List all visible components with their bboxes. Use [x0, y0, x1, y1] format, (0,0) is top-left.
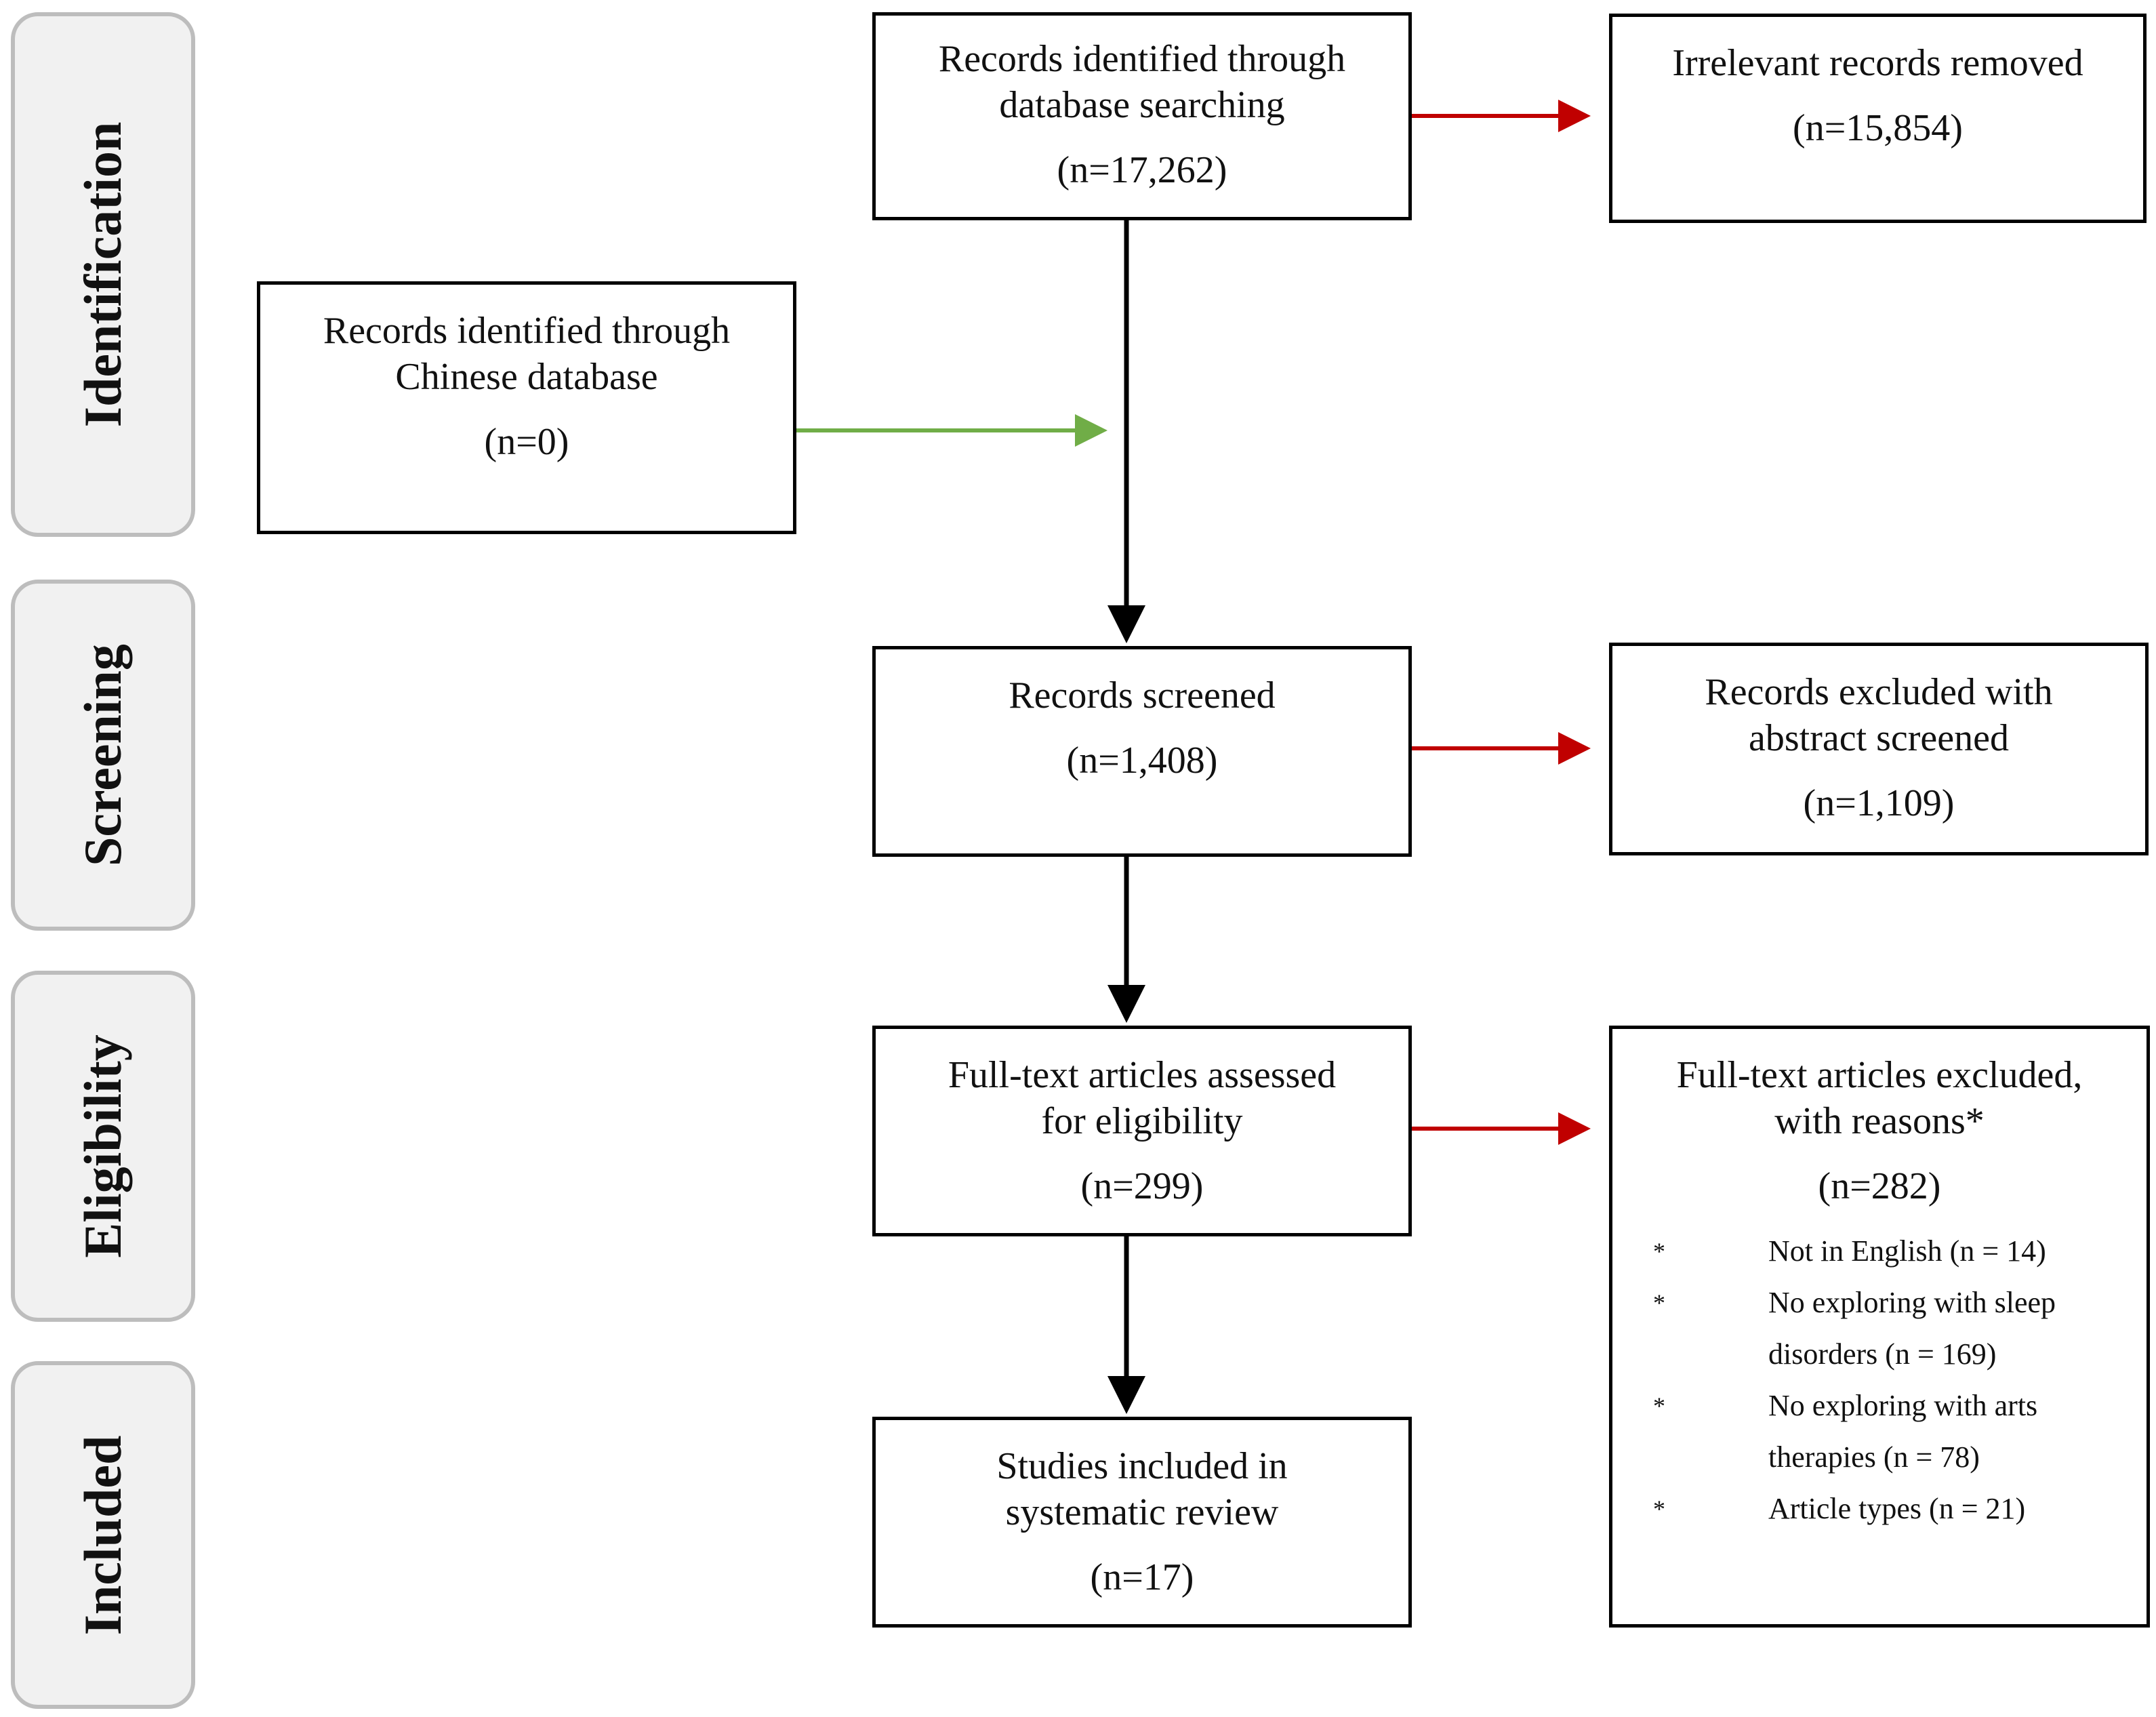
exclusion-reason: * Article types (n = 21): [1612, 1483, 2147, 1535]
excluded-abstract-title: Records excluded with abstract screened: [1705, 671, 2053, 759]
stage-eligibility: Eligibility: [11, 971, 195, 1322]
reason-text: No exploring with arts therapies (n = 78…: [1768, 1389, 2038, 1474]
reason-text: No exploring with sleep disorders (n = 1…: [1768, 1286, 2056, 1371]
exclusion-reason: * No exploring with sleep disorders (n =…: [1612, 1277, 2147, 1380]
chinese-database-title: Records identified through Chinese datab…: [323, 310, 731, 398]
database-search-count: (n=17,262): [1057, 149, 1227, 191]
screened-title: Records screened: [1009, 674, 1276, 716]
box-irrelevant-removed: Irrelevant records removed (n=15,854): [1609, 14, 2147, 223]
irrelevant-removed-count: (n=15,854): [1793, 107, 1963, 149]
stage-identification: Identification: [11, 12, 195, 537]
fulltext-assessed-count: (n=299): [1080, 1165, 1204, 1207]
box-fulltext-assessed: Full-text articles assessed for eligibil…: [872, 1026, 1412, 1236]
box-fulltext-excluded: Full-text articles excluded, with reason…: [1609, 1026, 2150, 1628]
stage-screening: Screening: [11, 580, 195, 931]
reason-bullet: *: [1653, 1238, 1665, 1265]
box-excluded-abstract: Records excluded with abstract screened …: [1609, 643, 2149, 855]
excluded-abstract-count: (n=1,109): [1803, 782, 1955, 824]
reason-bullet: *: [1653, 1289, 1665, 1316]
fulltext-assessed-title: Full-text articles assessed for eligibil…: [948, 1054, 1337, 1142]
chinese-database-count: (n=0): [484, 421, 569, 463]
irrelevant-removed-title: Irrelevant records removed: [1672, 42, 2083, 84]
fulltext-excluded-title: Full-text articles excluded, with reason…: [1676, 1054, 2083, 1142]
included-title: Studies included in systematic review: [996, 1445, 1288, 1533]
box-studies-included: Studies included in systematic review (n…: [872, 1417, 1412, 1628]
screened-count: (n=1,408): [1066, 740, 1218, 782]
exclusion-reason: * No exploring with arts therapies (n = …: [1612, 1380, 2147, 1483]
reason-text: Not in English (n = 14): [1768, 1234, 2046, 1268]
exclusion-reasons-list: * Not in English (n = 14) * No exploring…: [1612, 1226, 2147, 1535]
reason-text: Article types (n = 21): [1768, 1492, 2026, 1525]
fulltext-excluded-count: (n=282): [1818, 1165, 1941, 1207]
stage-included: Included: [11, 1361, 195, 1709]
box-database-search: Records identified through database sear…: [872, 12, 1412, 220]
database-search-title: Records identified through database sear…: [938, 38, 1346, 126]
box-records-screened: Records screened (n=1,408): [872, 646, 1412, 857]
exclusion-reason: * Not in English (n = 14): [1612, 1226, 2147, 1277]
reason-bullet: *: [1653, 1392, 1665, 1419]
box-chinese-database: Records identified through Chinese datab…: [257, 281, 796, 534]
included-count: (n=17): [1090, 1556, 1194, 1598]
reason-bullet: *: [1653, 1495, 1665, 1522]
